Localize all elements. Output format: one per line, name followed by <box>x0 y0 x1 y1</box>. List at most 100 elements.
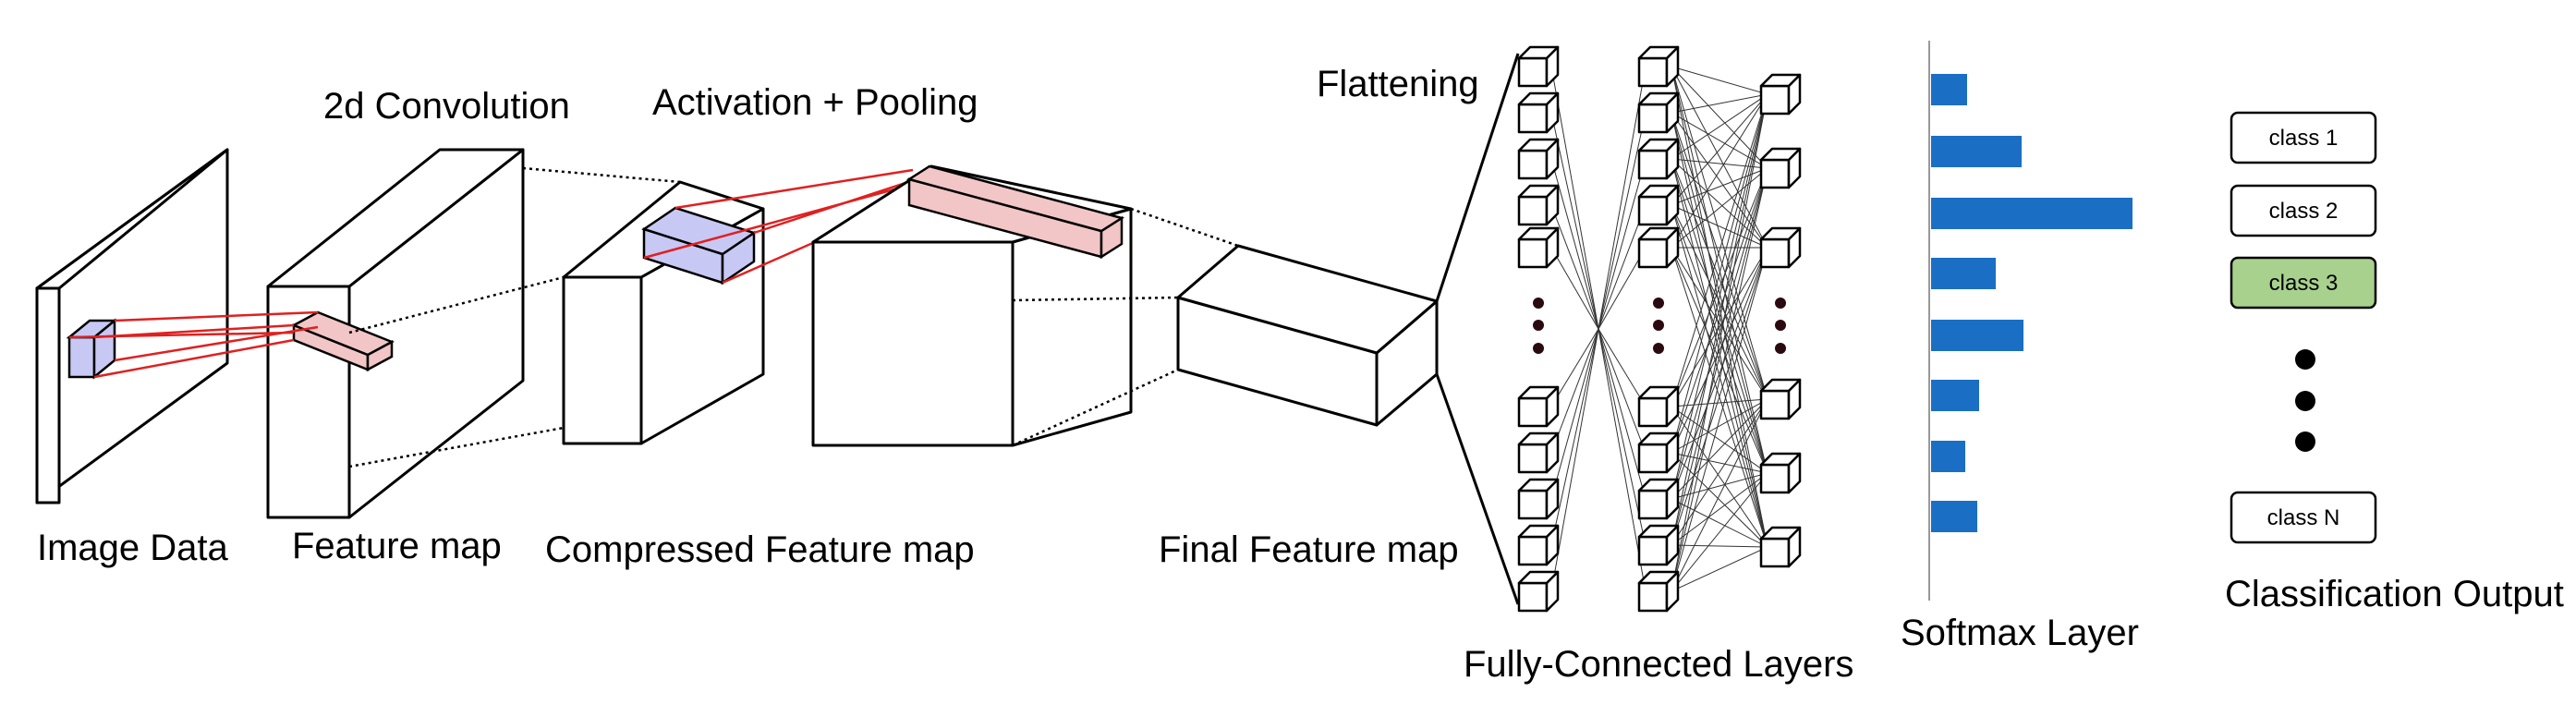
class-label: class 1 <box>2269 126 2339 151</box>
label-2d-convolution: 2d Convolution <box>323 86 570 127</box>
class-box: class 1 <box>2230 111 2377 164</box>
fc-edge <box>1598 247 1646 330</box>
fc-edge <box>1671 247 1768 592</box>
feature-patch <box>291 310 395 372</box>
dotted-connectors-2 <box>1012 207 1239 447</box>
class-box: class 3 <box>2230 256 2377 310</box>
fc-edge <box>1598 328 1646 592</box>
fc-node <box>1517 226 1560 269</box>
fc-edge <box>1598 112 1646 330</box>
fc-edge <box>1671 93 1768 160</box>
label-flattening: Flattening <box>1317 64 1479 104</box>
label-softmax: Softmax Layer <box>1901 613 2139 653</box>
class-box: class N <box>2230 491 2377 544</box>
softmax-bars <box>1931 74 2132 532</box>
fc-edge <box>1671 544 1768 548</box>
fc-edge <box>1671 158 1768 474</box>
fc-edge <box>1671 167 1768 592</box>
softmax-bar <box>1931 136 2022 167</box>
label-compressed-feature-map: Compressed Feature map <box>545 529 975 570</box>
softmax-bar <box>1931 501 1977 532</box>
fc-edge <box>1671 472 1768 592</box>
fc-edge <box>1671 93 1768 407</box>
fc-edge <box>1671 158 1768 548</box>
label-fully-connected: Fully-Connected Layers <box>1464 644 1853 685</box>
fc-edge <box>1598 158 1646 330</box>
softmax-bar <box>1931 258 1996 289</box>
fc-edge <box>1671 204 1768 548</box>
label-image-data: Image Data <box>37 528 229 568</box>
class-box: class 2 <box>2230 184 2377 237</box>
softmax-bar <box>1931 441 1965 472</box>
flatten-lines <box>1435 53 1520 605</box>
fc-edge <box>1550 247 1599 330</box>
fc-node <box>1517 385 1560 428</box>
fc-edge <box>1550 328 1599 454</box>
fc-connection-lines <box>1550 66 1768 592</box>
fc-edge <box>1671 112 1768 249</box>
fc-edge <box>1671 204 1768 400</box>
fc-edge <box>1671 247 1768 500</box>
fc-edge <box>1671 112 1768 169</box>
class-label: class 2 <box>2269 199 2339 224</box>
fc-edge <box>1671 93 1768 249</box>
fc-node <box>1637 478 1680 520</box>
fan-line-top <box>1435 53 1520 302</box>
fc-column-1 <box>1517 45 1560 613</box>
label-final-feature-map: Final Feature map <box>1159 529 1459 570</box>
fc-node <box>1517 45 1560 88</box>
fc-edge <box>1671 66 1768 548</box>
fc-edge <box>1671 93 1768 454</box>
fc-node <box>1517 138 1560 180</box>
fc-node <box>1517 184 1560 226</box>
fc-edge <box>1671 247 1768 407</box>
softmax-bar <box>1931 198 2132 229</box>
fc-edge <box>1671 93 1768 500</box>
fc-ellipsis-dots <box>1533 298 1786 354</box>
dotted-connectors-1 <box>348 166 681 468</box>
fc-edge <box>1671 247 1768 474</box>
fc-node <box>1517 524 1560 566</box>
fc-node <box>1637 184 1680 226</box>
label-activation-pooling: Activation + Pooling <box>652 82 978 123</box>
fc-edge <box>1671 167 1768 546</box>
fc-edge <box>1671 247 1768 400</box>
fc-node <box>1637 570 1680 613</box>
fc-edge <box>1671 167 1768 249</box>
fc-edge <box>1671 112 1768 474</box>
fc-node <box>1637 138 1680 180</box>
fc-edge <box>1550 66 1599 330</box>
fc-node <box>1759 226 1802 269</box>
fc-node <box>1517 570 1560 613</box>
fc-edge <box>1671 247 1768 454</box>
fc-edge <box>1550 328 1599 407</box>
fc-edge <box>1598 328 1646 407</box>
fc-edge <box>1598 328 1646 454</box>
fc-edge <box>1671 398 1768 592</box>
fc-edge <box>1671 204 1768 474</box>
class-ellipsis-dots <box>2295 349 2315 452</box>
fc-edge <box>1550 328 1599 500</box>
fc-edge <box>1671 158 1768 169</box>
class-label: class 3 <box>2269 271 2339 296</box>
fc-edge <box>1671 66 1768 474</box>
fc-node <box>1517 91 1560 134</box>
fc-node <box>1759 452 1802 494</box>
fc-edge <box>1550 204 1599 330</box>
fc-node <box>1637 431 1680 474</box>
fc-edge <box>1671 112 1768 548</box>
fc-node <box>1517 431 1560 474</box>
pooled-patch <box>905 164 1125 260</box>
fan-line-bottom <box>1435 373 1520 605</box>
fc-node <box>1637 45 1680 88</box>
fc-node <box>1637 385 1680 428</box>
class-label: class N <box>2267 505 2340 530</box>
fc-node <box>1517 478 1560 520</box>
fc-node <box>1759 73 1802 115</box>
label-feature-map: Feature map <box>292 526 502 566</box>
fc-node <box>1637 524 1680 566</box>
softmax-bar <box>1931 320 2023 351</box>
pool-kernel <box>641 206 757 286</box>
fc-node <box>1637 91 1680 134</box>
fc-edge <box>1671 93 1768 592</box>
